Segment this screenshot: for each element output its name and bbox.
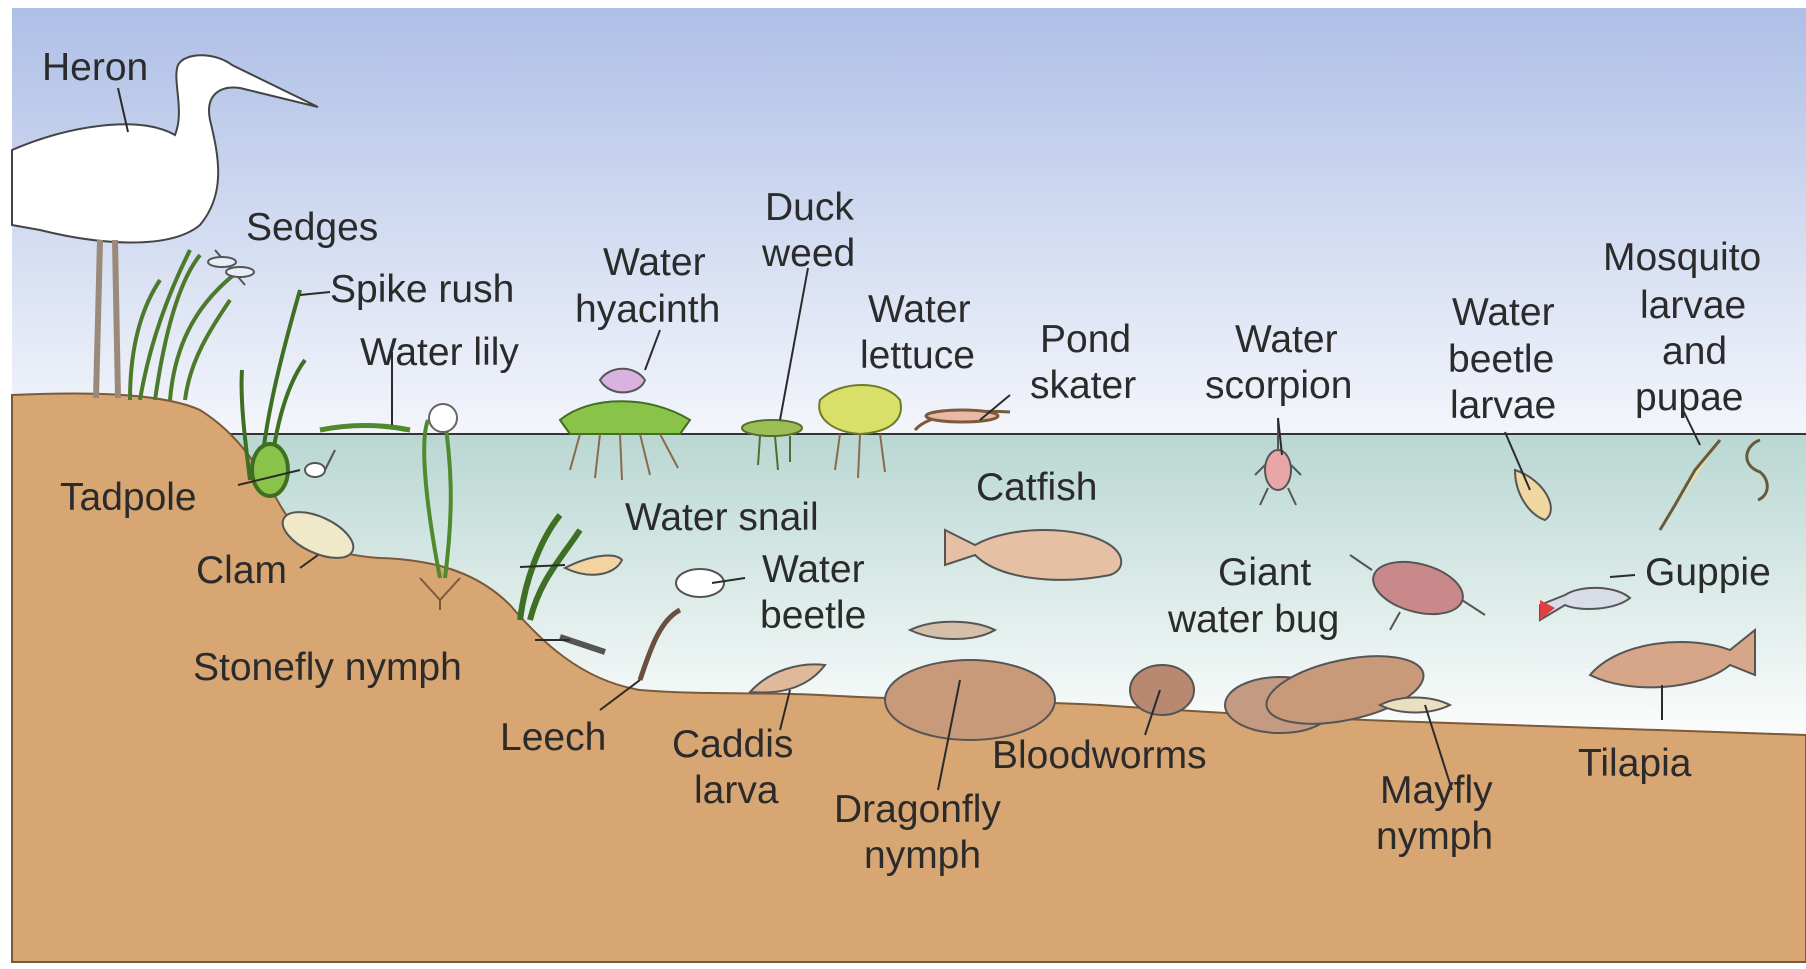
label-water-beetle-larvae-line3: larvae xyxy=(1450,384,1556,427)
label-caddis-larva-line1: Caddis xyxy=(672,723,793,766)
label-water-beetle-line1: Water xyxy=(762,548,865,591)
bloodworms-rock xyxy=(1130,665,1194,715)
label-leech: Leech xyxy=(500,716,606,759)
label-duck-weed-line1: Duck xyxy=(765,186,854,229)
label-heron: Heron xyxy=(42,46,148,89)
label-mosquito-line4: pupae xyxy=(1635,376,1743,419)
label-caddis-larva-line2: larva xyxy=(694,769,779,812)
label-catfish: Catfish xyxy=(976,466,1097,509)
label-mosquito-line1: Mosquito xyxy=(1603,236,1761,279)
label-clam: Clam xyxy=(196,549,287,592)
label-mayfly-nymph-line1: Mayfly xyxy=(1380,769,1493,812)
label-water-scorpion-line1: Water xyxy=(1235,318,1338,361)
label-spike-rush: Spike rush xyxy=(330,268,514,311)
label-duck-weed-line2: weed xyxy=(761,232,855,275)
label-mosquito-line2: larvae xyxy=(1640,284,1746,327)
label-water-beetle-larvae-line1: Water xyxy=(1452,291,1555,334)
label-dragonfly-nymph-line1: Dragonfly xyxy=(834,788,1001,831)
label-guppie: Guppie xyxy=(1645,551,1771,594)
label-water-lettuce-line2: lettuce xyxy=(860,334,975,377)
label-water-snail: Water snail xyxy=(625,496,819,539)
label-water-hyacinth-line1: Water xyxy=(603,241,706,284)
label-water-scorpion-line2: scorpion xyxy=(1205,364,1352,407)
label-water-lettuce-line1: Water xyxy=(868,288,971,331)
label-water-lily: Water lily xyxy=(360,331,519,374)
label-pond-skater-line2: skater xyxy=(1030,364,1136,407)
label-sedges: Sedges xyxy=(246,206,378,249)
label-water-beetle-larvae-line2: beetle xyxy=(1448,338,1554,381)
label-water-hyacinth-line2: hyacinth xyxy=(575,288,720,331)
label-pond-skater-line1: Pond xyxy=(1040,318,1131,361)
label-giant-water-bug-line1: Giant xyxy=(1218,551,1311,594)
label-tilapia: Tilapia xyxy=(1578,742,1692,785)
label-tadpole: Tadpole xyxy=(60,476,197,519)
dragonfly-nymph-rock xyxy=(885,660,1055,740)
label-mayfly-nymph-line2: nymph xyxy=(1376,815,1493,858)
label-dragonfly-nymph-line2: nymph xyxy=(864,834,981,877)
label-water-beetle-line2: beetle xyxy=(760,594,866,637)
label-mosquito-line3: and xyxy=(1662,330,1727,373)
label-stonefly-nymph: Stonefly nymph xyxy=(193,646,462,689)
label-bloodworms: Bloodworms xyxy=(992,734,1207,777)
label-giant-water-bug-line2: water bug xyxy=(1167,598,1339,641)
